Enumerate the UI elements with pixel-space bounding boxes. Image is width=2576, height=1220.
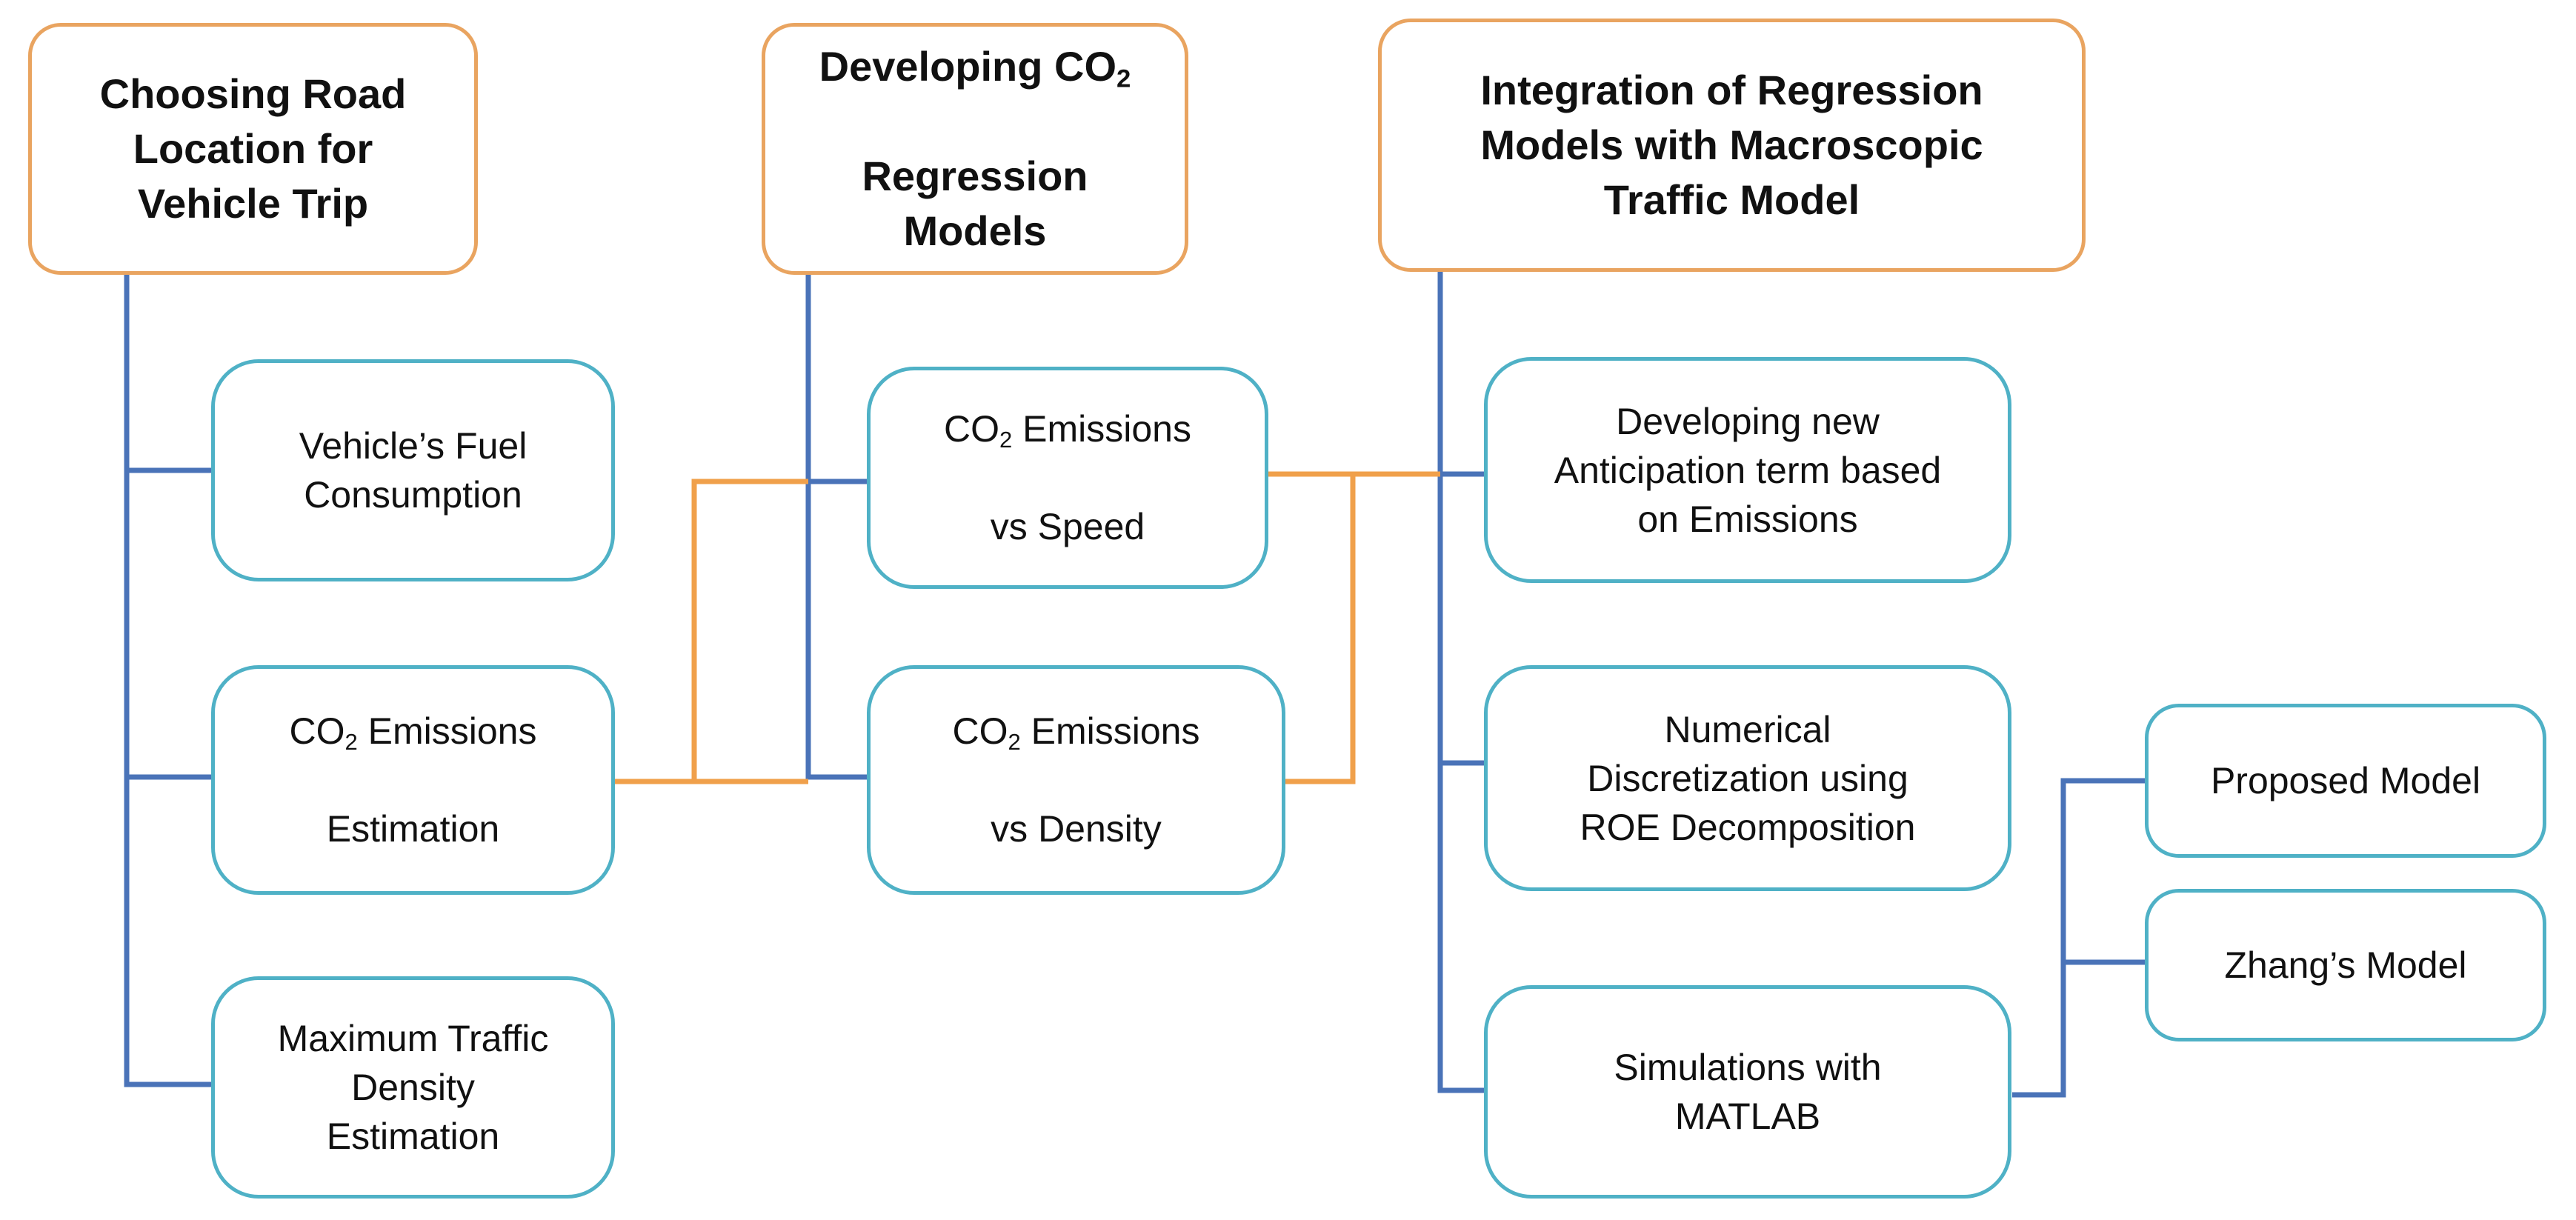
- cross-link-connectors: [615, 471, 1440, 784]
- regression-connectors: [805, 274, 867, 780]
- node-numerical-discretization: Numerical Discretization using ROE Decom…: [1484, 665, 2011, 891]
- header-co2-regression: Developing CO2 Regression Models: [762, 23, 1188, 275]
- node-zhang-model-label: Zhang’s Model: [2224, 944, 2467, 986]
- node-max-density: Maximum Traffic Density Estimation: [211, 976, 615, 1199]
- node-numerical-discretization-label: Numerical Discretization using ROE Decom…: [1580, 708, 1916, 848]
- node-proposed-model-label: Proposed Model: [2210, 760, 2481, 801]
- node-matlab-simulations-label: Simulations with MATLAB: [1614, 1047, 1882, 1137]
- node-co2-estimation-label: CO2 Emissions Estimation: [289, 710, 537, 850]
- node-fuel-consumption: Vehicle’s Fuel Consumption: [211, 359, 615, 581]
- node-proposed-model: Proposed Model: [2145, 704, 2546, 858]
- header-integration: Integration of Regression Models with Ma…: [1378, 19, 2086, 272]
- header-integration-label: Integration of Regression Models with Ma…: [1480, 67, 1983, 223]
- node-anticipation-term-label: Developing new Anticipation term based o…: [1554, 400, 1942, 540]
- node-zhang-model: Zhang’s Model: [2145, 889, 2546, 1041]
- node-co2-vs-density: CO2 Emissions vs Density: [867, 665, 1285, 895]
- header-road-location-label: Choosing Road Location for Vehicle Trip: [99, 70, 407, 227]
- header-co2-regression-label: Developing CO2 Regression Models: [819, 43, 1131, 254]
- integration-connectors: [1437, 271, 1484, 1093]
- node-co2-vs-speed: CO2 Emissions vs Speed: [867, 367, 1268, 589]
- header-road-location: Choosing Road Location for Vehicle Trip: [28, 23, 478, 275]
- road-connectors: [124, 274, 211, 1087]
- node-matlab-simulations: Simulations with MATLAB: [1484, 985, 2011, 1199]
- node-co2-vs-density-label: CO2 Emissions vs Density: [952, 710, 1200, 850]
- node-co2-estimation: CO2 Emissions Estimation: [211, 665, 615, 895]
- node-fuel-consumption-label: Vehicle’s Fuel Consumption: [299, 425, 527, 516]
- simulation-connectors: [2012, 778, 2145, 1098]
- node-co2-vs-speed-label: CO2 Emissions vs Speed: [944, 408, 1191, 547]
- node-max-density-label: Maximum Traffic Density Estimation: [277, 1018, 549, 1157]
- node-anticipation-term: Developing new Anticipation term based o…: [1484, 357, 2011, 583]
